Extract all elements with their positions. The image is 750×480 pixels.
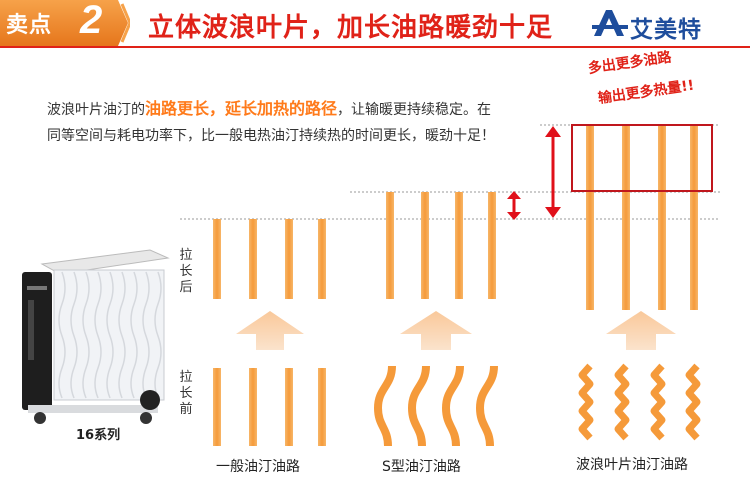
- feature-description: 波浪叶片油汀的油路更长，延长加热的路径，让输暖更持续稳定。在同等空间与耗电功率下…: [47, 96, 497, 149]
- heater-model-caption: 16系列: [76, 428, 121, 443]
- label-after-char: 长: [179, 264, 193, 279]
- general-pipes-after: [213, 219, 326, 299]
- brand-name: 艾美特: [630, 17, 702, 43]
- page-title: 立体波浪叶片，加长油路暖劲十足: [148, 13, 554, 43]
- general-pipes-before: [213, 368, 326, 446]
- header: 卖点 2 立体波浪叶片，加长油路暖劲十足 艾美特: [0, 0, 750, 50]
- wave-pipes-after: [586, 125, 698, 310]
- caption-wave: 波浪叶片油汀油路: [576, 457, 688, 473]
- description-text-end: ，让输暖更持续稳定。在同等空间与耗电功率下，比一般电热油汀持续热的时间更长，暖劲…: [47, 102, 495, 144]
- selling-point-badge: 卖点 2: [0, 0, 130, 46]
- oil-heater-illustration: [22, 249, 170, 424]
- up-arrow-2: [400, 311, 472, 350]
- description-highlight: 油路更长，延长加热的路径: [145, 99, 338, 118]
- brand-logo: 艾美特: [592, 6, 742, 43]
- up-arrow-3: [606, 311, 676, 350]
- dimension-arrow-small: [507, 191, 521, 220]
- wave-pipes-before: [578, 363, 701, 441]
- extra-length-box: [571, 124, 713, 192]
- caption-general: 一般油汀油路: [216, 459, 300, 475]
- up-arrow-1: [236, 311, 304, 350]
- dimension-arrow-large: [545, 126, 561, 218]
- label-before-char: 前: [179, 402, 193, 417]
- label-before-char: 长: [179, 386, 193, 401]
- badge-label: 卖点: [6, 13, 53, 38]
- label-after-char: 后: [179, 280, 193, 295]
- description-text-start: 波浪叶片油汀的: [47, 102, 145, 118]
- badge-shape: [0, 0, 130, 46]
- label-after-extension: 拉 长 后: [176, 248, 196, 296]
- brand-a-icon: [592, 10, 628, 36]
- s-type-pipes-before: [373, 365, 498, 447]
- caption-s-type: S型油汀油路: [382, 459, 461, 475]
- label-after-char: 拉: [179, 248, 193, 263]
- label-before-char: 拉: [179, 370, 193, 385]
- label-before-extension: 拉 长 前: [176, 370, 196, 418]
- badge-number: 2: [80, 0, 103, 42]
- header-divider: [0, 46, 750, 48]
- s-type-pipes-after: [386, 192, 496, 299]
